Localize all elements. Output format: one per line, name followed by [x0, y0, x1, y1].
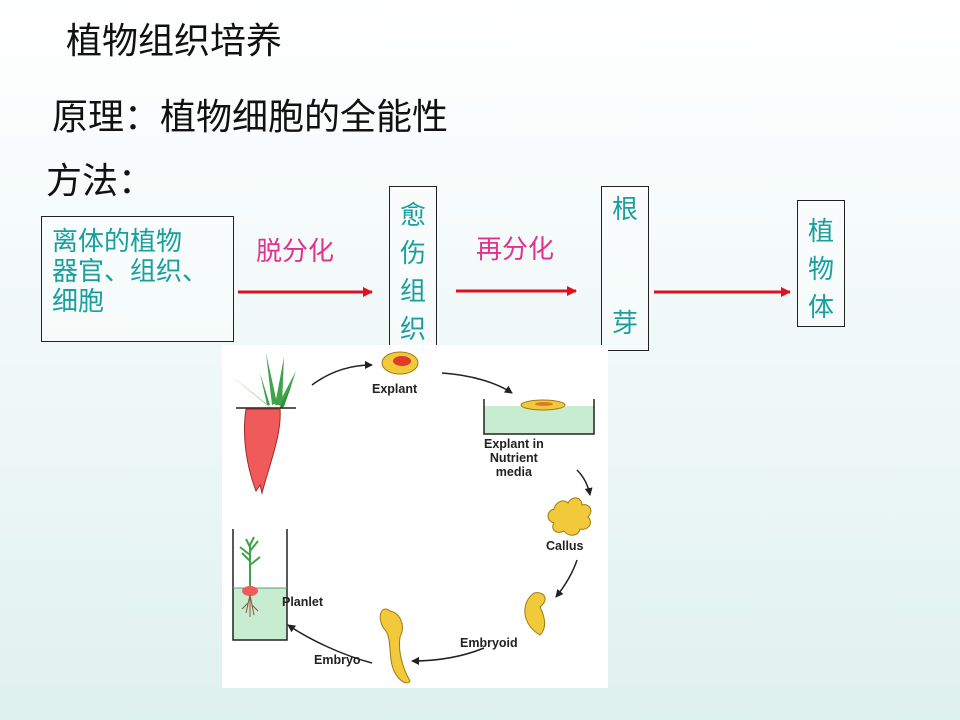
root-char: 根 [611, 195, 638, 225]
explant-media-caption: Explant in Nutrient media [484, 437, 544, 479]
callus-box: 愈 伤 组 织 [389, 186, 437, 346]
callus-icon [547, 497, 592, 536]
slide-title: 植物组织培养 [66, 21, 283, 62]
carrot-icon [230, 353, 296, 495]
root-bud-box: 根 芽 [601, 186, 649, 351]
dedifferentiation-label: 脱分化 [256, 237, 335, 267]
callus-char: 组 [399, 277, 426, 307]
principle-line: 原理：植物细胞的全能性 [52, 97, 449, 138]
callus-char: 织 [399, 315, 426, 345]
embryoid-caption: Embryoid [460, 636, 518, 650]
callus-char: 伤 [399, 239, 426, 269]
plant-char: 体 [807, 293, 834, 323]
bud-char: 芽 [611, 309, 638, 339]
plant-char: 物 [807, 255, 834, 285]
explant-box: 离体的植物 器官、组织、 细胞 [41, 216, 234, 342]
method-line: 方法： [46, 161, 155, 202]
embryo-caption: Embryo [314, 653, 361, 667]
callus-caption: Callus [546, 539, 584, 553]
explant-icon [381, 351, 419, 375]
test-tube-icon [232, 529, 288, 641]
plant-box: 植 物 体 [797, 200, 845, 327]
tissue-culture-illustration: Explant Explant in Nutrient media Callus… [222, 345, 608, 688]
embryoid-icon [524, 592, 546, 636]
callus-char: 愈 [399, 201, 426, 231]
explant-caption: Explant [372, 382, 418, 396]
petri-dish-icon [483, 399, 595, 435]
redifferentiation-label: 再分化 [476, 235, 555, 265]
embryo-icon [379, 608, 411, 684]
planlet-caption: Planlet [282, 595, 323, 609]
plant-char: 植 [807, 217, 834, 247]
